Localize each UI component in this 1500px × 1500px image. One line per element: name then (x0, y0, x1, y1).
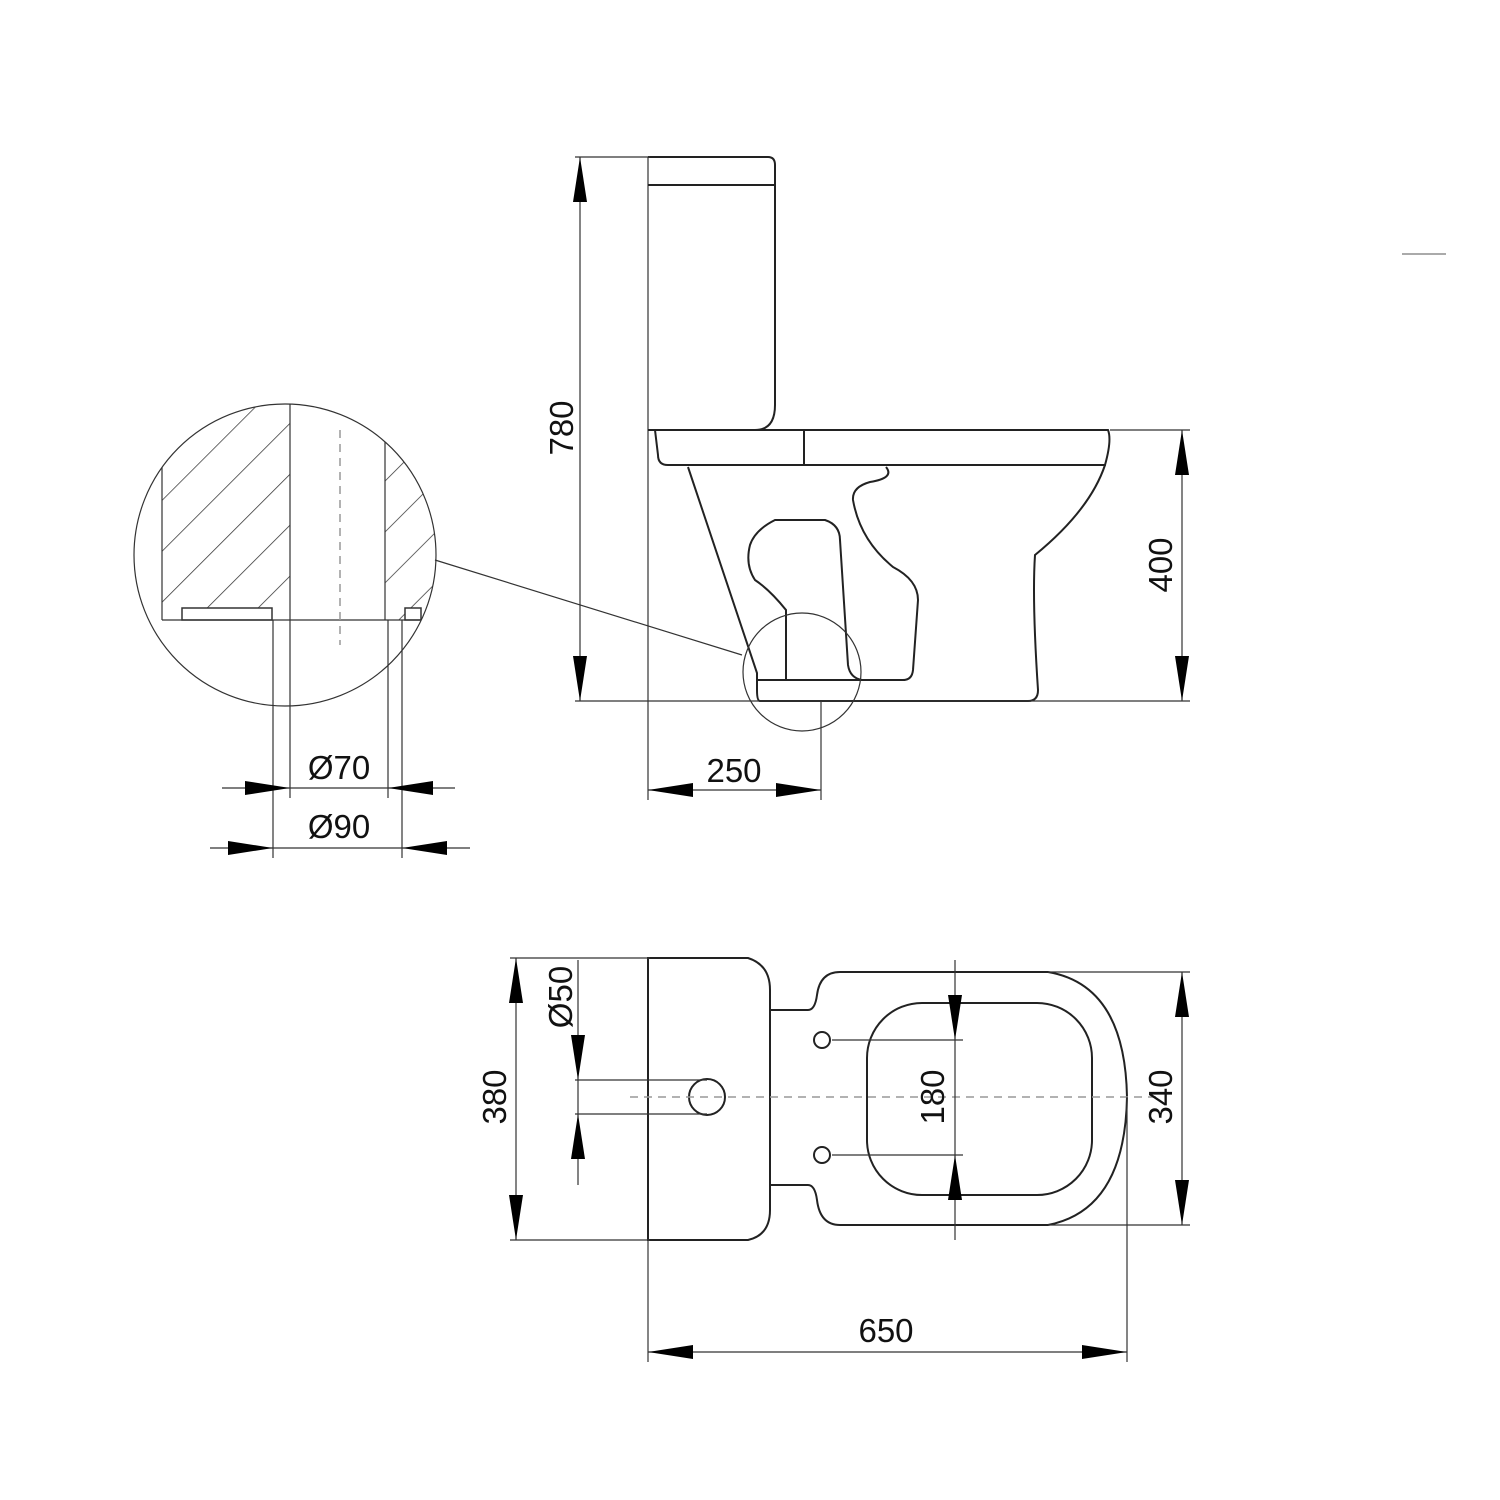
detail-circle (133, 403, 437, 707)
arrow-icon (573, 157, 587, 202)
side-view: 780 400 250 (434, 156, 1190, 800)
arrow-icon (648, 1345, 693, 1359)
cistern (648, 156, 776, 431)
arrow-icon (1175, 1180, 1189, 1225)
detail-marker-circle (742, 612, 862, 732)
arrow-icon (1175, 972, 1189, 1017)
arrow-icon (948, 1155, 962, 1200)
arrow-icon (1175, 656, 1189, 701)
arrow-icon (776, 783, 821, 797)
arrow-icon (402, 841, 447, 855)
dim-inner-diameter: Ø70 (308, 749, 370, 786)
seat-fixing-hole (813, 1031, 831, 1049)
arrow-icon (1175, 430, 1189, 475)
dim-tank-depth: 380 (476, 1069, 513, 1124)
arrow-icon (948, 995, 962, 1040)
top-view: 380 Ø50 180 340 650 (476, 957, 1190, 1362)
outlet-detail: Ø70 Ø90 (133, 403, 470, 858)
detail-leader (434, 559, 743, 656)
dim-outer-diameter: Ø90 (308, 808, 370, 845)
arrow-icon (509, 1195, 523, 1240)
dim-seat-height: 400 (1142, 537, 1179, 592)
arrow-icon (571, 1035, 585, 1080)
arrow-icon (573, 656, 587, 701)
dim-total-height: 780 (543, 400, 580, 455)
dim-outlet-distance: 250 (706, 752, 761, 789)
seat-opening (866, 1002, 1093, 1196)
cistern-top (647, 957, 771, 1241)
bowl-body (687, 464, 1106, 702)
arrow-icon (571, 1114, 585, 1159)
trapway-inner (747, 519, 863, 681)
arrow-icon (509, 958, 523, 1003)
arrow-icon (1082, 1345, 1127, 1359)
arrow-icon (648, 783, 693, 797)
arrow-icon (388, 781, 433, 795)
arrow-icon (228, 841, 273, 855)
seat-fixing-hole (813, 1146, 831, 1164)
dim-bowl-width: 340 (1142, 1069, 1179, 1124)
arrow-icon (245, 781, 290, 795)
dim-seat-fixing-spacing: 180 (914, 1069, 951, 1124)
dim-total-length: 650 (858, 1312, 913, 1349)
trapway-outer (851, 466, 920, 681)
bowl-rim (653, 429, 1111, 466)
dim-inlet-diameter: Ø50 (542, 966, 579, 1028)
